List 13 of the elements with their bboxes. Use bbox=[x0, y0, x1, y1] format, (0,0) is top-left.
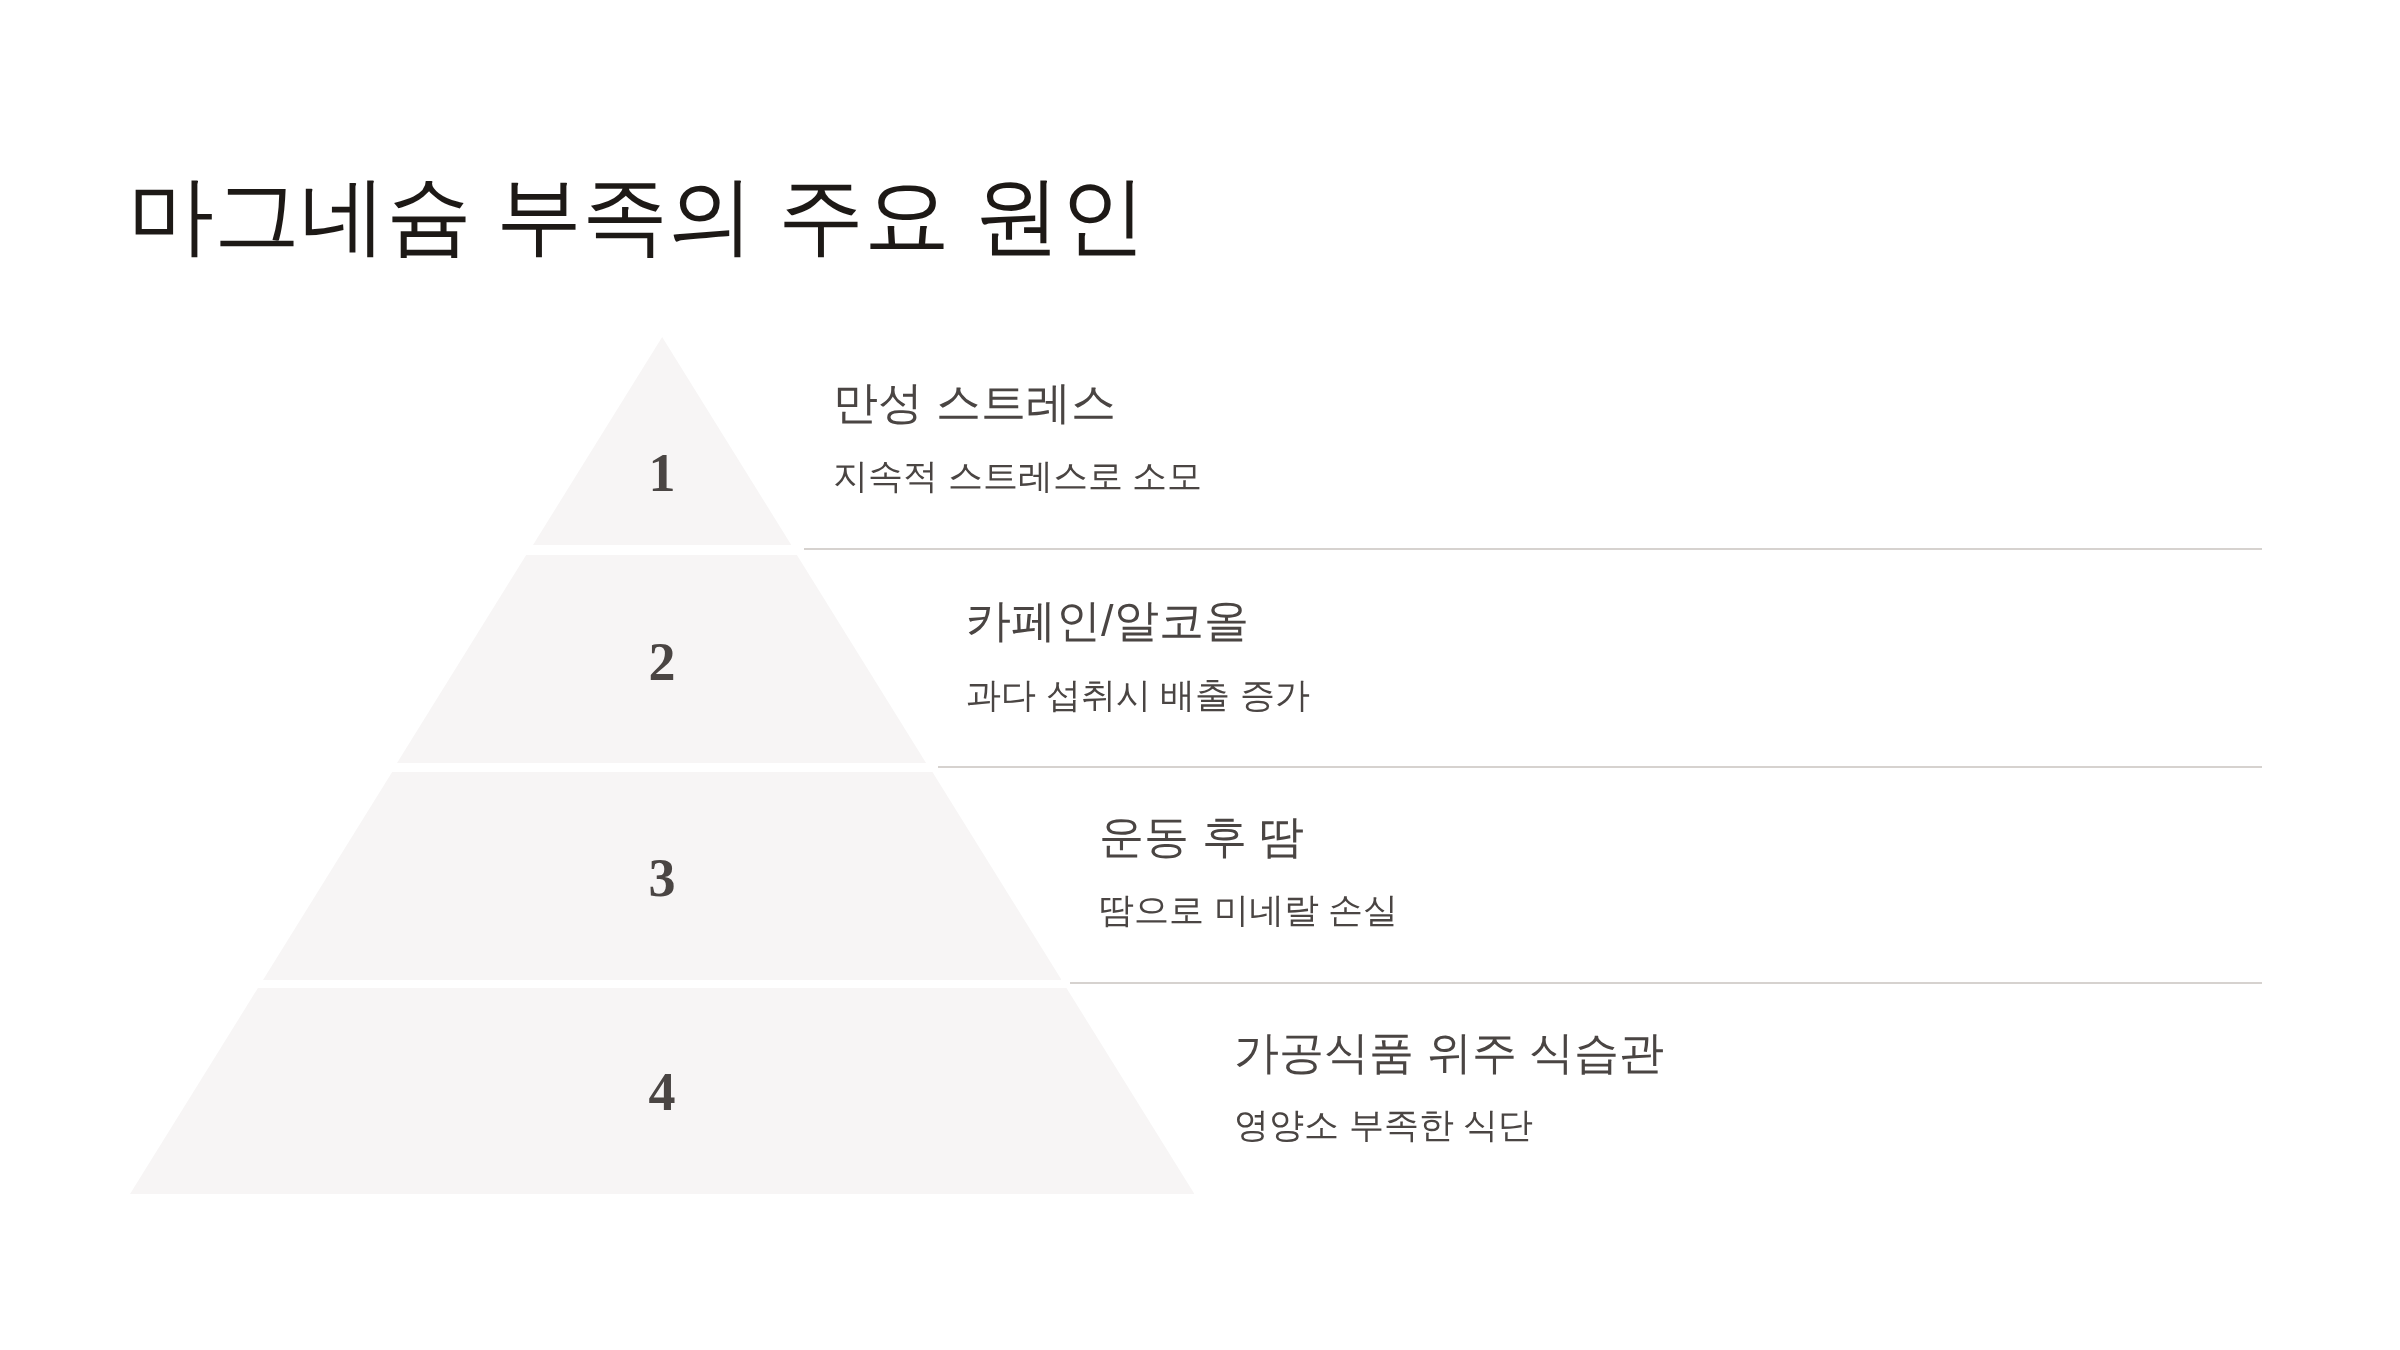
item-heading: 가공식품 위주 식습관 bbox=[1234, 1026, 1664, 1080]
item-heading: 만성 스트레스 bbox=[833, 376, 1116, 430]
item-description: 영양소 부족한 식단 bbox=[1234, 1104, 1534, 1146]
item-heading: 카페인/알코올 bbox=[966, 594, 1249, 648]
item-heading: 운동 후 땀 bbox=[1099, 810, 1304, 864]
layer-number: 4 bbox=[648, 1065, 676, 1119]
layer-number: 1 bbox=[648, 446, 676, 500]
item-description: 과다 섭취시 배출 증가 bbox=[966, 674, 1311, 716]
layer-number: 3 bbox=[648, 851, 676, 905]
item-description: 땀으로 미네랄 손실 bbox=[1099, 889, 1399, 931]
item-description: 지속적 스트레스로 소모 bbox=[833, 455, 1203, 497]
layer-number: 2 bbox=[648, 635, 676, 689]
slide-title: 마그네슘 부족의 주요 원인 bbox=[128, 166, 1146, 265]
